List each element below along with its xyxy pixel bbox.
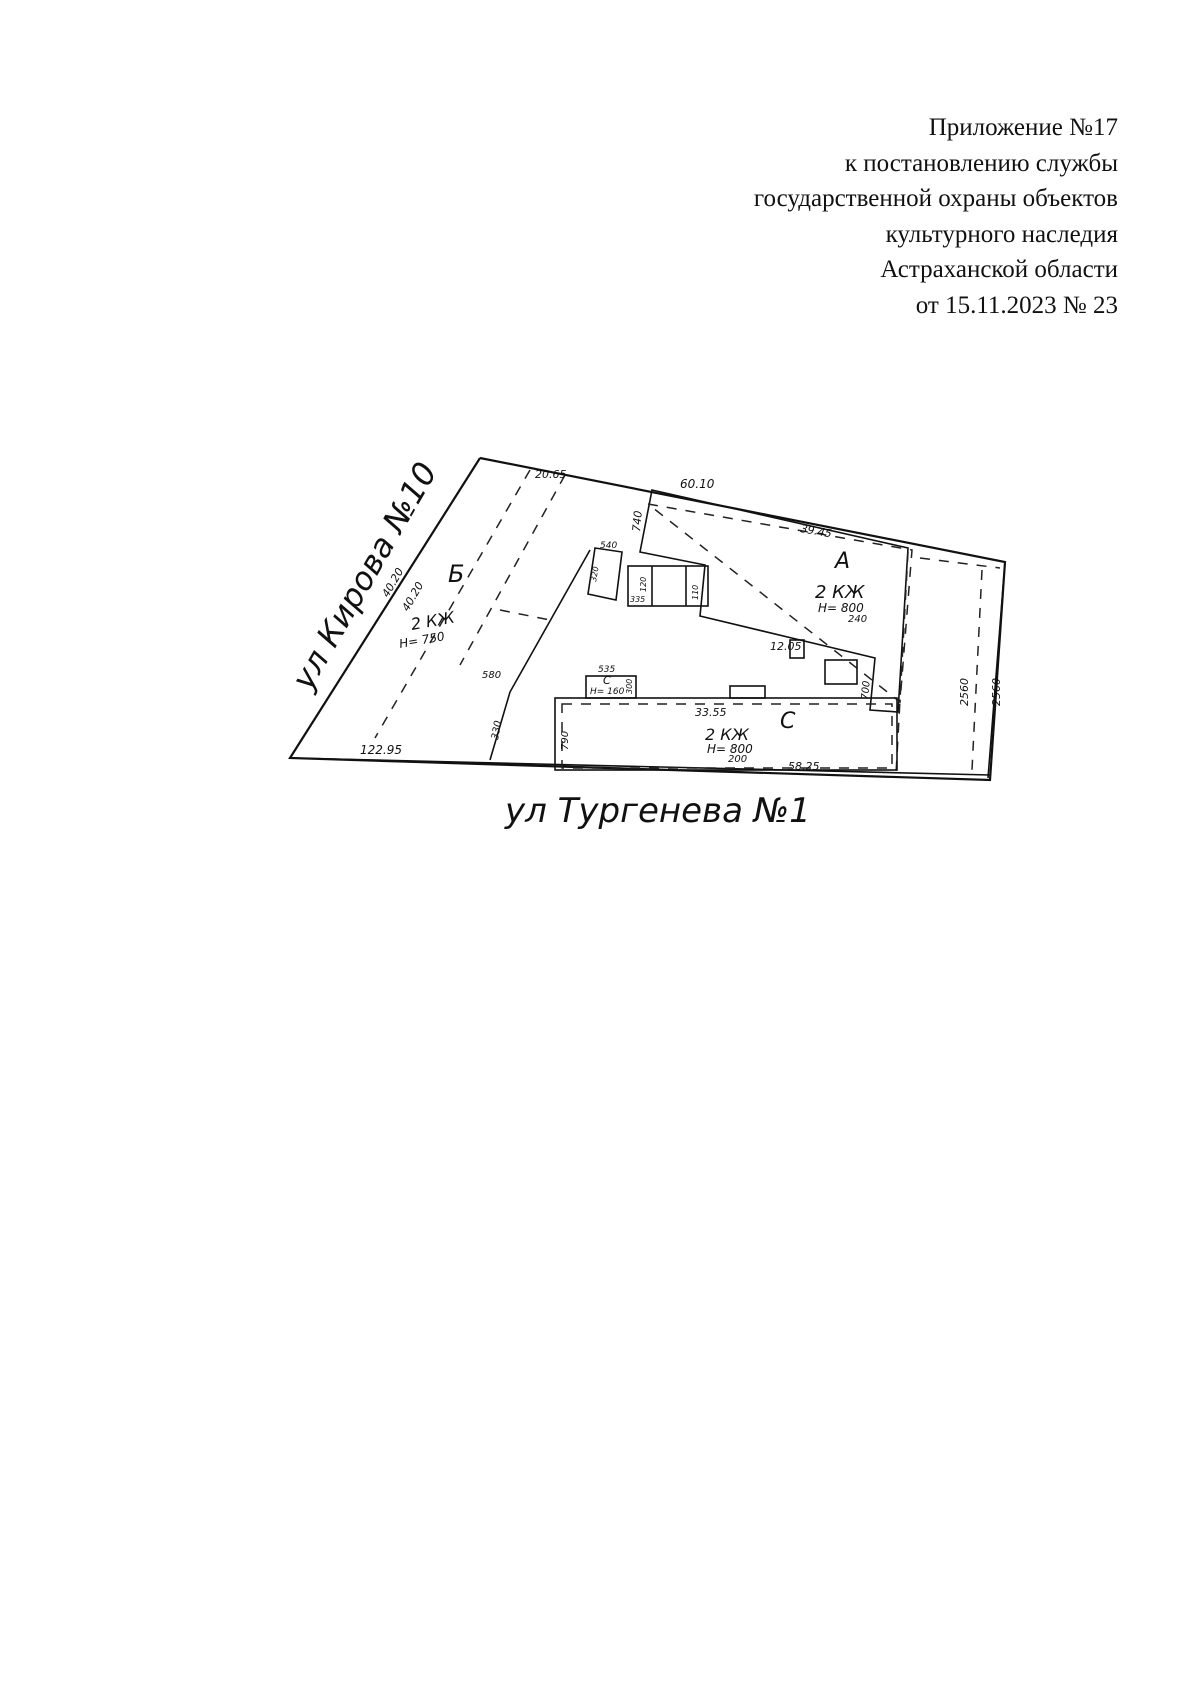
building-c-outline <box>554 697 898 771</box>
building-c-sub: 200 <box>728 754 747 765</box>
small-c-side: 300 <box>625 679 634 694</box>
lot-boundary <box>288 456 1007 782</box>
dim-annex-top: 540 <box>600 541 617 551</box>
dim-annex-b: 120 <box>639 577 648 592</box>
right-boundary-line <box>987 561 1006 779</box>
header-line-4: культурного наследия <box>885 220 1118 248</box>
site-plan: ул Кирова №10 ул Тургенева №1 А 2 КЖ Н= … <box>284 456 1100 910</box>
small-c-height: Н= 160 <box>590 687 625 697</box>
small-c-dim: 535 <box>598 665 615 675</box>
building-a-letter: А <box>833 549 850 574</box>
street-bottom-label: ул Тургенева №1 <box>504 791 811 831</box>
building-b-letter: Б <box>448 560 464 588</box>
a-dash-east <box>919 557 1001 569</box>
street-left-label: ул Кирова №10 <box>284 456 445 697</box>
dim-top-left: 20.65 <box>535 468 567 481</box>
building-c-label: 2 КЖ <box>705 725 750 744</box>
dim-passage: 330 <box>490 720 504 741</box>
stair-mark-3 <box>789 639 805 659</box>
dim-right-1: 2560 <box>958 678 971 706</box>
building-a-sub: 240 <box>848 614 867 625</box>
stair-mark-1 <box>729 685 766 699</box>
dim-c-bottom: 58.25 <box>788 760 820 773</box>
b-dash-line-1 <box>374 469 531 739</box>
b-dash-line-2 <box>459 474 566 666</box>
dim-c-top: 33.55 <box>695 706 727 719</box>
bottom-street-line <box>289 757 991 776</box>
dim-a-left: 740 <box>630 510 645 532</box>
dim-b-bottom: 580 <box>482 670 501 681</box>
dim-left-bottom: 122.95 <box>360 743 402 757</box>
building-a-height: Н= 800 <box>818 601 864 615</box>
b-bottom-line <box>489 691 511 761</box>
building-c-letter: С <box>780 709 796 734</box>
appendix-number: Приложение №17 <box>928 114 1118 141</box>
building-b-height: Н= 750 <box>398 629 446 651</box>
header-date: от 15.11.2023 № 23 <box>915 291 1118 319</box>
building-a-outline <box>639 489 909 713</box>
appendix-header: Приложение №17 к постановлению службы го… <box>598 110 1118 323</box>
building-c-dashed <box>561 703 893 769</box>
building-a-label: 2 КЖ <box>815 582 865 603</box>
dim-top-right: 60.10 <box>680 477 715 491</box>
dim-annex-c: 110 <box>691 585 700 600</box>
dim-a-right: 700 <box>860 680 873 700</box>
header-line-2: к постановлению службы <box>844 149 1118 177</box>
dim-annex-d: 335 <box>630 595 645 604</box>
a-dash-right-2 <box>971 569 983 771</box>
header-line-5: Астраханской области <box>880 256 1118 283</box>
annex-outline <box>587 547 623 601</box>
dim-b-width-2: 40.20 <box>399 580 426 614</box>
building-c-height: Н= 800 <box>707 742 753 756</box>
header-line-3: государственной охраны объектов <box>753 185 1118 212</box>
dim-a-top: 39.45 <box>799 522 832 540</box>
stair-mark-2 <box>824 659 858 685</box>
building-a-dashed <box>647 503 913 704</box>
dim-c-left: 790 <box>560 731 571 750</box>
building-b-label: 2 КЖ <box>409 607 456 633</box>
annex-room <box>627 565 709 607</box>
small-c-outline <box>585 675 637 699</box>
dim-a-bottom: 12.05 <box>770 640 802 653</box>
b-dash-line-3 <box>499 609 551 621</box>
b-inner-line <box>509 549 591 693</box>
site-plan-drawing: ул Кирова №10 ул Тургенева №1 А 2 КЖ Н= … <box>284 456 1007 831</box>
small-c-letter: С <box>603 674 611 687</box>
dim-annex-a: 320 <box>589 566 601 583</box>
dim-right-2: 2560 <box>990 678 1003 706</box>
